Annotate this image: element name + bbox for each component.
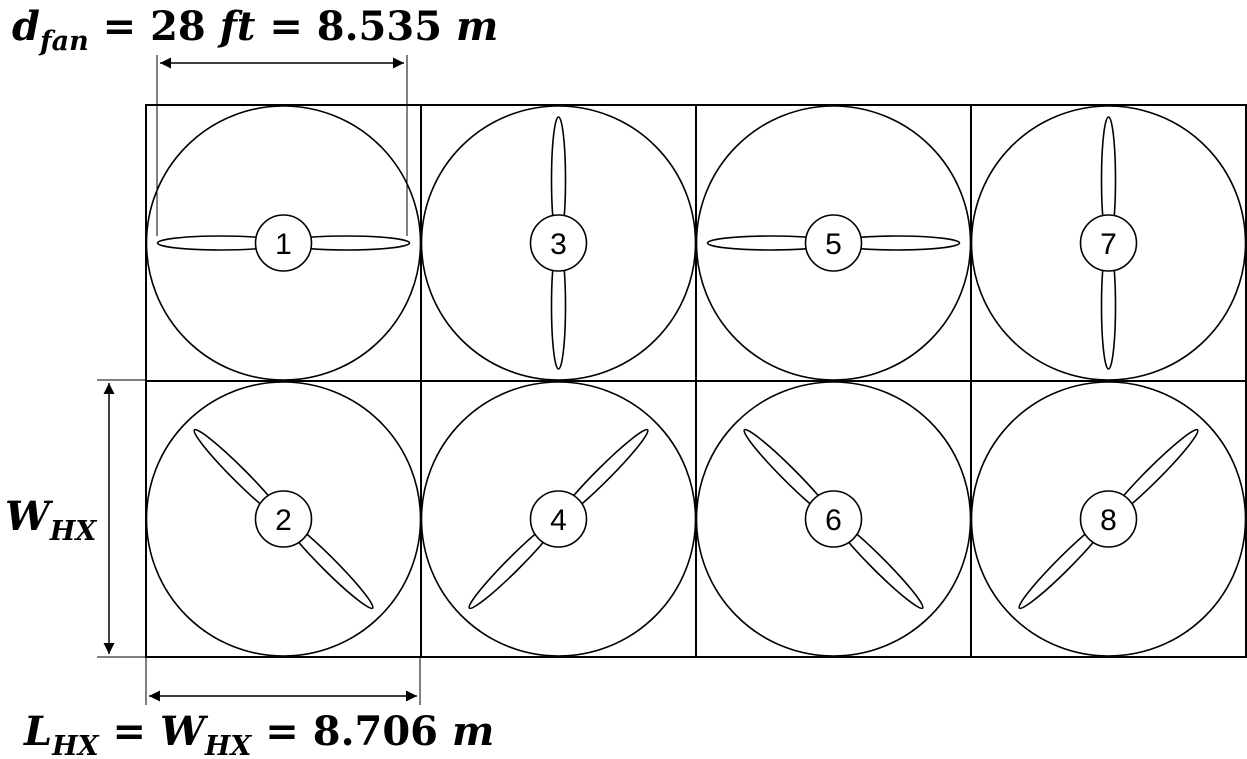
fan-7: 7 xyxy=(970,105,1247,381)
fan-5: 5 xyxy=(695,105,972,381)
fan-blades xyxy=(550,116,567,370)
fan-blades xyxy=(1100,116,1117,370)
fan-blades xyxy=(1018,428,1199,610)
w-hx-dimension xyxy=(97,379,145,658)
fan-diameter-dimension xyxy=(156,55,408,236)
fan-array: 1 2 3 4 5 6 7 8 xyxy=(145,105,1247,657)
fan-hub-circle xyxy=(1079,214,1138,272)
fan-4: 4 xyxy=(420,381,697,657)
fan-blades xyxy=(743,428,924,610)
fan-number-label: 5 xyxy=(825,228,842,261)
fan-number-label: 1 xyxy=(275,228,292,261)
fan-hub-circle xyxy=(804,490,863,548)
fan-shroud-circle xyxy=(420,381,697,657)
l-hx-dimension xyxy=(145,657,421,705)
fan-1: 1 xyxy=(145,105,422,381)
fan-hub-circle xyxy=(254,214,313,272)
fan-blades xyxy=(156,235,411,251)
fan-shroud-circle xyxy=(420,105,697,381)
w-hx-label: WHX xyxy=(5,493,97,547)
fan-hub-circle xyxy=(1079,490,1138,548)
heat-exchanger-grid xyxy=(145,104,1247,658)
fan-shroud-circle xyxy=(695,105,972,381)
fan-shroud-circle xyxy=(970,381,1247,657)
fan-number-label: 6 xyxy=(825,504,842,537)
fan-hub-circle xyxy=(254,490,313,548)
fan-8: 8 xyxy=(970,381,1247,657)
fan-number-label: 8 xyxy=(1100,504,1117,537)
l-hx-label: LHX = WHX = 8.706 m xyxy=(23,708,494,759)
d-fan-label: dfan = 28 ft = 8.535 m xyxy=(12,3,498,57)
fan-shroud-circle xyxy=(145,105,422,381)
fan-shroud-circle xyxy=(970,105,1247,381)
fan-hub-circle xyxy=(529,490,588,548)
fan-hub-circle xyxy=(529,214,588,272)
fan-number-label: 4 xyxy=(550,504,567,537)
fan-blades xyxy=(706,235,961,251)
fan-2: 2 xyxy=(145,381,422,657)
fan-3: 3 xyxy=(420,105,697,381)
fan-number-label: 3 xyxy=(550,228,567,261)
fan-shroud-circle xyxy=(145,381,422,657)
fan-number-label: 2 xyxy=(275,504,292,537)
fan-6: 6 xyxy=(695,381,972,657)
fan-hub-circle xyxy=(804,214,863,272)
fan-shroud-circle xyxy=(695,381,972,657)
fan-number-label: 7 xyxy=(1100,228,1117,261)
